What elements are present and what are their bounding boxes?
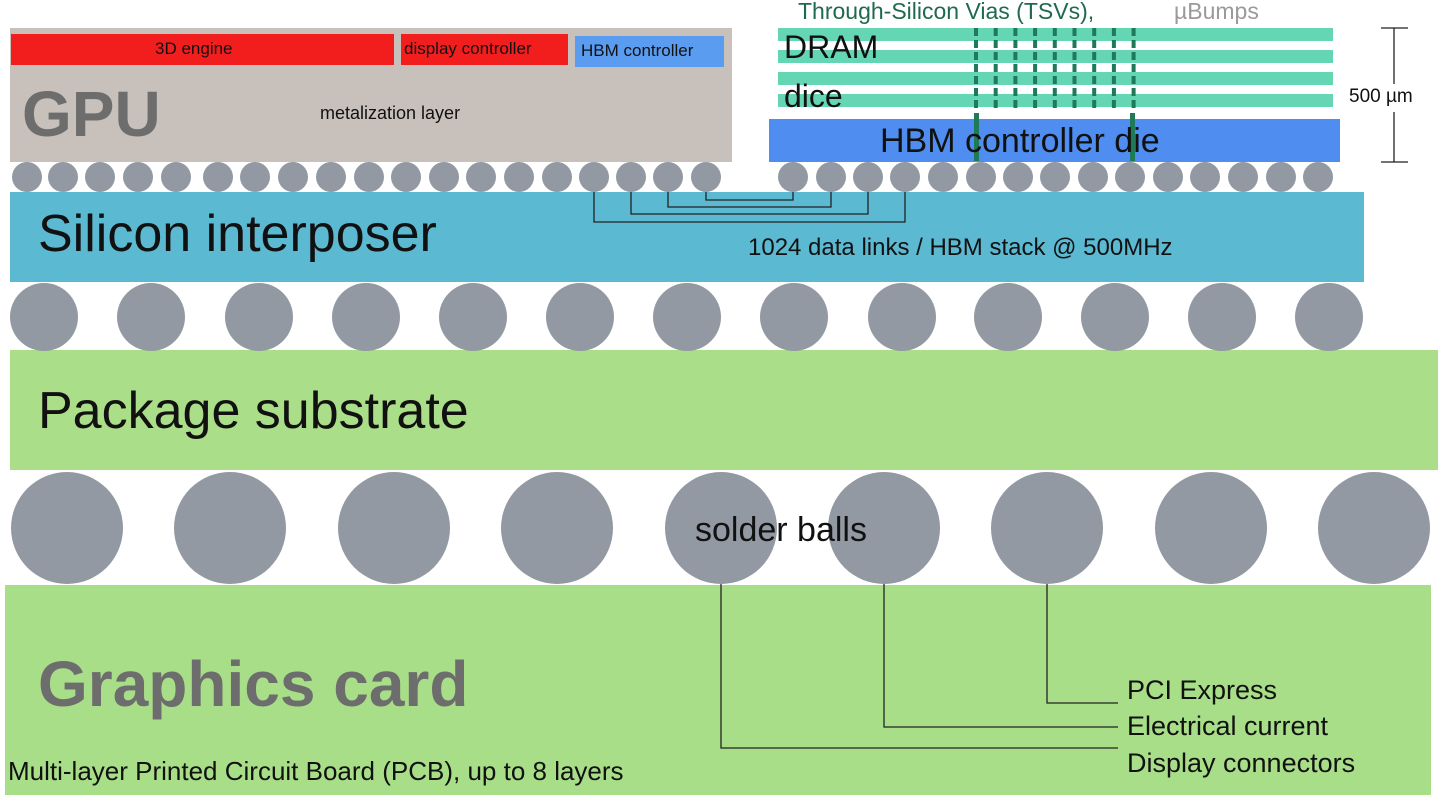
microbump-18 — [653, 162, 683, 192]
microbump-26 — [1003, 162, 1033, 192]
microbump-13 — [466, 162, 496, 192]
c4-bump-13 — [1295, 283, 1363, 351]
microbump-25 — [966, 162, 996, 192]
solder-ball-5 — [665, 472, 777, 584]
microbump-17 — [616, 162, 646, 192]
hbm-controller-die — [769, 119, 1340, 162]
c4-bump-8 — [760, 283, 828, 351]
microbump-9 — [316, 162, 346, 192]
microbump-34 — [1303, 162, 1333, 192]
microbump-22 — [853, 162, 883, 192]
c4-bump-4 — [332, 283, 400, 351]
dice-label: dice — [784, 78, 843, 114]
microbump-16 — [579, 162, 609, 192]
solder-ball-9 — [1318, 472, 1430, 584]
display-controller-block — [401, 34, 568, 65]
pcb-subtitle: Multi-layer Printed Circuit Board (PCB),… — [8, 756, 624, 786]
c4-bump-2 — [117, 283, 185, 351]
ubumps-label: µBumps — [1174, 0, 1259, 24]
interposer-link-3 — [667, 192, 832, 208]
c4-bump-10 — [974, 283, 1042, 351]
c4-bump-5 — [439, 283, 507, 351]
hbm-controller-block — [575, 36, 724, 67]
microbump-11 — [391, 162, 421, 192]
solder-ball-7 — [991, 472, 1103, 584]
hbm-controller-die-label: HBM controller die — [880, 122, 1160, 160]
microbump-21 — [816, 162, 846, 192]
c4-bump-11 — [1081, 283, 1149, 351]
microbump-2 — [48, 162, 78, 192]
tsv-through-die-right — [1130, 113, 1135, 161]
microbump-14 — [504, 162, 534, 192]
solder-ball-8 — [1155, 472, 1267, 584]
leader-electrical-current — [883, 584, 1118, 728]
solder-ball-6 — [828, 472, 940, 584]
solder-ball-3 — [338, 472, 450, 584]
solder-ball-1 — [11, 472, 123, 584]
microbump-12 — [429, 162, 459, 192]
microbump-4 — [123, 162, 153, 192]
c4-bump-12 — [1188, 283, 1256, 351]
microbump-3 — [85, 162, 115, 192]
leader-display-connectors — [720, 584, 1118, 749]
microbump-6 — [203, 162, 233, 192]
gpu-title: GPU — [22, 78, 161, 150]
solder-balls-label: solder balls — [695, 511, 867, 549]
microbump-29 — [1115, 162, 1145, 192]
microbump-31 — [1190, 162, 1220, 192]
pcb-title: Graphics card — [38, 648, 469, 720]
microbump-24 — [928, 162, 958, 192]
microbump-10 — [354, 162, 384, 192]
interposer-link-4 — [705, 192, 794, 201]
microbump-15 — [542, 162, 572, 192]
microbump-20 — [778, 162, 808, 192]
microbump-28 — [1078, 162, 1108, 192]
microbump-32 — [1228, 162, 1258, 192]
solder-ball-4 — [501, 472, 613, 584]
data-links-label: 1024 data links / HBM stack @ 500MHz — [748, 234, 1173, 261]
tsv-label: Through-Silicon Vias (TSVs), — [798, 0, 1095, 24]
interposer-link-1 — [593, 192, 906, 223]
dram-label: DRAM — [784, 29, 879, 65]
microbump-1 — [12, 162, 42, 192]
connection-electrical-current: Electrical current — [1127, 711, 1329, 741]
metalization-layer-label: metalization layer — [320, 103, 461, 123]
interposer-title: Silicon interposer — [38, 205, 437, 263]
microbump-7 — [240, 162, 270, 192]
solder-ball-2 — [174, 472, 286, 584]
c4-bump-7 — [653, 283, 721, 351]
microbump-8 — [278, 162, 308, 192]
package-substrate — [10, 350, 1438, 470]
c4-bump-6 — [546, 283, 614, 351]
interposer-link-2 — [630, 192, 869, 215]
engine-label: 3D engine — [155, 39, 233, 58]
microbump-19 — [691, 162, 721, 192]
hbm-controller-label: HBM controller — [581, 41, 694, 60]
connection-pci-express: PCI Express — [1127, 675, 1278, 705]
microbump-30 — [1153, 162, 1183, 192]
microbump-23 — [890, 162, 920, 192]
leader-pci-express — [1046, 584, 1118, 704]
engine-block — [11, 34, 394, 65]
connection-display-connectors: Display connectors — [1127, 748, 1356, 778]
c4-bump-9 — [868, 283, 936, 351]
graphics-card-pcb — [5, 585, 1431, 795]
microbump-5 — [161, 162, 191, 192]
microbump-33 — [1266, 162, 1296, 192]
substrate-title: Package substrate — [38, 382, 469, 440]
c4-bump-3 — [225, 283, 293, 351]
tsv-through-die-left — [974, 113, 979, 161]
microbump-27 — [1040, 162, 1070, 192]
c4-bump-1 — [10, 283, 78, 351]
display-controller-label: display controller — [404, 39, 532, 58]
scale-label: 500 µm — [1349, 86, 1413, 107]
